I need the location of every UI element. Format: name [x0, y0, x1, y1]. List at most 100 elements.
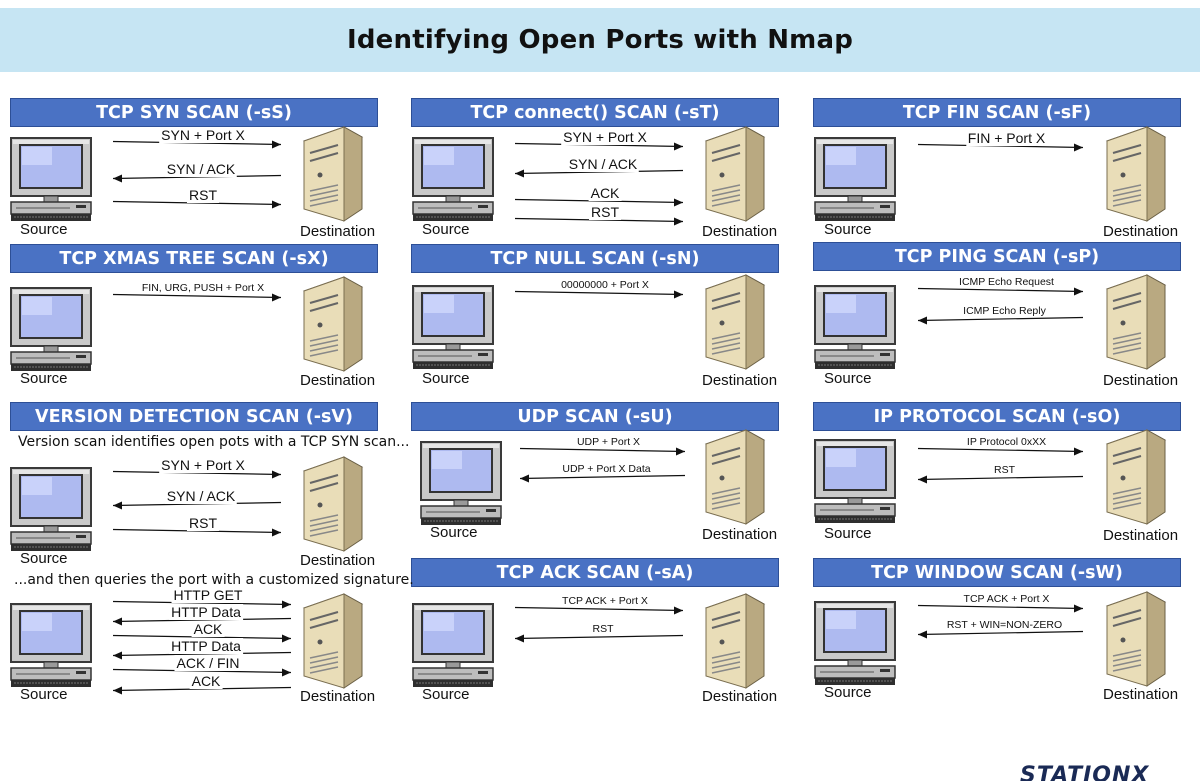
arrow-head	[282, 634, 291, 643]
destination-label: Destination	[1103, 527, 1179, 544]
arrow-label: TCP ACK + Port X	[961, 593, 1052, 605]
logo-text: STATIONX	[1020, 763, 1150, 781]
server-icon	[300, 275, 364, 380]
arrow-label: RST	[187, 187, 219, 203]
arrow-left: SYN / ACK	[112, 161, 282, 184]
arrow-head	[674, 217, 683, 226]
source-label: Source	[20, 686, 68, 703]
arrow-right: FIN, URG, PUSH + Port X	[112, 282, 282, 303]
server-icon	[1103, 428, 1167, 533]
computer-icon	[10, 602, 92, 693]
arrow-line	[514, 198, 684, 204]
arrow-head	[272, 200, 281, 209]
arrow-label: HTTP Data	[169, 638, 243, 654]
header-ping-scan: TCP PING SCAN (-sP)	[813, 242, 1181, 271]
arrow-line	[917, 316, 1084, 322]
arrow-label: SYN / ACK	[164, 161, 238, 177]
source-label: Source	[422, 370, 470, 387]
destination-label: Destination	[1103, 223, 1179, 240]
arrow-label: RST	[590, 623, 616, 635]
arrow-label: IP Protocol 0xXX	[964, 436, 1049, 448]
arrow-head	[282, 600, 291, 609]
arrow-line	[112, 617, 292, 623]
arrow-left: ICMP Echo Reply	[917, 305, 1084, 326]
destination-label: Destination	[1103, 686, 1179, 703]
arrow-head	[272, 528, 281, 537]
arrow-right: SYN + Port X	[514, 129, 684, 152]
server-icon	[1103, 125, 1167, 230]
computer-icon	[814, 600, 896, 691]
page-title: Identifying Open Ports with Nmap	[346, 25, 854, 55]
arrow-label: SYN + Port X	[561, 129, 649, 145]
arrow-label: HTTP Data	[169, 604, 243, 620]
source-label: Source	[20, 221, 68, 238]
server-icon	[300, 125, 364, 230]
arrow-head	[272, 293, 281, 302]
arrow-right: 00000000 + Port X	[514, 279, 684, 300]
arrow-right: RST	[112, 187, 282, 210]
arrow-line	[917, 143, 1084, 149]
arrow-head	[113, 686, 122, 695]
arrow-label: SYN + Port X	[159, 457, 247, 473]
arrow-label: ACK / FIN	[174, 655, 242, 671]
arrow-line	[112, 293, 282, 299]
arrow-label: ICMP Echo Request	[957, 276, 1056, 288]
arrow-line	[112, 501, 282, 507]
computer-icon	[412, 136, 494, 227]
computer-icon	[10, 286, 92, 377]
arrow-label: ICMP Echo Reply	[961, 305, 1048, 317]
arrow-head	[674, 606, 683, 615]
arrow-line	[112, 634, 292, 640]
arrow-right: TCP ACK + Port X	[917, 593, 1084, 614]
header-null-scan: TCP NULL SCAN (-sN)	[411, 244, 779, 273]
arrow-head	[1074, 287, 1083, 296]
server-icon	[300, 455, 364, 560]
version-note-bottom: ...and then queries the port with a cust…	[14, 572, 414, 588]
arrow-line	[514, 217, 684, 223]
arrow-left: UDP + Port X Data	[519, 463, 686, 484]
arrow-head	[113, 651, 122, 660]
arrow-right: RST	[514, 204, 684, 227]
arrow-line	[514, 142, 684, 148]
arrow-line	[519, 447, 686, 453]
stationx-logo: STATIONX	[1020, 757, 1200, 781]
title-bar: Identifying Open Ports with Nmap	[0, 8, 1200, 72]
source-label: Source	[422, 686, 470, 703]
arrow-right: TCP ACK + Port X	[514, 595, 684, 616]
arrow-left: RST	[917, 464, 1084, 485]
arrow-right: HTTP GET	[112, 587, 292, 610]
arrow-label: RST	[992, 464, 1017, 476]
computer-icon	[10, 466, 92, 557]
source-label: Source	[20, 370, 68, 387]
arrow-head	[676, 447, 685, 456]
arrow-label: RST	[589, 204, 621, 220]
arrow-line	[112, 600, 292, 606]
source-label: Source	[824, 370, 872, 387]
arrow-right: ACK	[112, 621, 292, 644]
arrow-label: SYN / ACK	[566, 156, 640, 172]
header-syn-scan: TCP SYN SCAN (-sS)	[10, 98, 378, 127]
computer-icon	[420, 440, 502, 531]
computer-icon	[814, 284, 896, 375]
arrow-right: SYN + Port X	[112, 457, 282, 480]
arrow-right: IP Protocol 0xXX	[917, 436, 1084, 457]
server-icon	[1103, 273, 1167, 378]
arrow-head	[918, 475, 927, 484]
arrow-head	[674, 198, 683, 207]
arrow-label: ACK	[191, 621, 225, 637]
header-version-scan: VERSION DETECTION SCAN (-sV)	[10, 402, 378, 431]
arrow-head	[272, 470, 281, 479]
server-icon	[1103, 590, 1167, 695]
header-ack-scan: TCP ACK SCAN (-sA)	[411, 558, 779, 587]
arrow-line	[112, 470, 282, 476]
computer-icon	[814, 438, 896, 529]
arrow-left: SYN / ACK	[112, 488, 282, 511]
arrow-right: UDP + Port X	[519, 436, 686, 457]
arrow-head	[1074, 604, 1083, 613]
arrow-left: RST + WIN=NON-ZERO	[917, 619, 1084, 640]
arrow-label: FIN + Port X	[965, 130, 1048, 146]
computer-icon	[814, 136, 896, 227]
arrow-line	[514, 290, 684, 296]
arrow-line	[917, 287, 1084, 293]
source-label: Source	[824, 221, 872, 238]
